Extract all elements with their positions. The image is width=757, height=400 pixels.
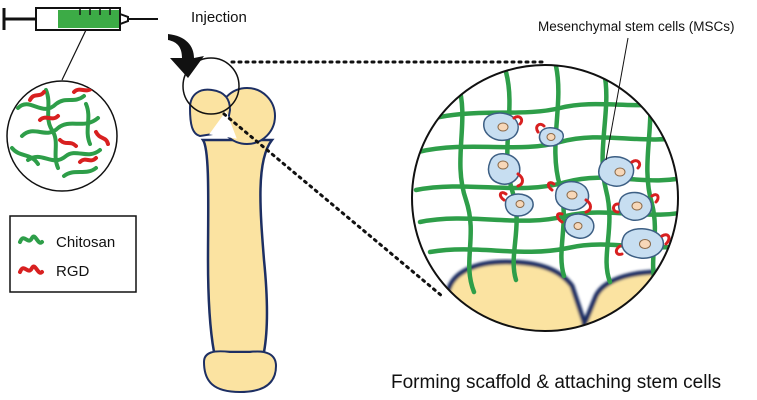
chitosan-strands [10,88,102,178]
syringe-liquid [58,10,119,28]
stem-cell [546,180,592,214]
red-squiggle-icon [18,264,44,275]
zoom-lines [222,60,547,298]
msc-pointer-line [605,37,629,161]
msc-label: Mesenchymal stem cells (MSCs) [538,19,735,34]
curved-arrow-icon [168,34,204,78]
stem-cells [483,112,671,259]
rgd-strands [28,86,110,164]
caption: Forming scaffold & attaching stem cells [391,372,721,393]
syringe [2,7,158,81]
stem-cell [487,153,524,188]
magnified-view [411,64,679,332]
stem-cell [556,212,595,239]
legend-chitosan-label: Chitosan [56,234,115,251]
zoom-source-circle [182,57,240,115]
stem-cell [483,112,524,142]
stem-cell [612,191,660,221]
stem-cell [598,156,642,187]
injection-label: Injection [191,9,247,26]
stem-cell [614,228,671,259]
legend-box: Chitosan RGD [9,215,137,293]
femur-bone [182,57,278,394]
green-squiggle-icon [18,234,44,245]
hydrogel-mix-circle [6,80,118,192]
stem-cell [498,191,534,217]
stem-cell [535,122,564,147]
legend-rgd-label: RGD [56,263,90,280]
